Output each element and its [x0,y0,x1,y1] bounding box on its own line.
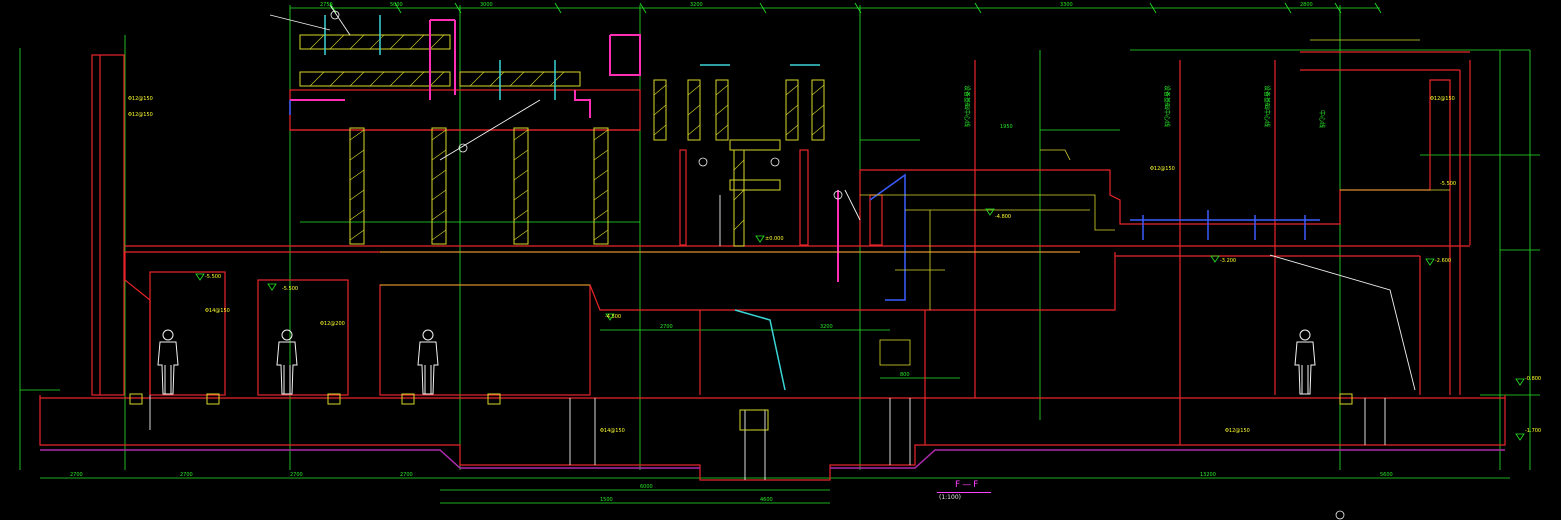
svg-text:Φ14@150: Φ14@150 [205,308,230,314]
dimension-grid [19,2,1540,504]
human-figure-icon [157,329,179,395]
svg-text:Φ12@200: Φ12@200 [320,321,345,327]
magenta-pipes [290,19,839,282]
svg-text:-0.800: -0.800 [1525,376,1541,382]
human-figure-icon [417,329,439,395]
svg-text:13200: 13200 [1200,472,1216,478]
svg-text:3000: 3000 [480,2,493,8]
section-title: F—F [955,480,981,490]
svg-text:3300: 3300 [1060,2,1073,8]
svg-text:1500: 1500 [600,497,613,503]
callout-markers [330,10,1345,520]
svg-text:6000: 6000 [640,484,653,490]
cyan-pipes [324,15,820,391]
svg-text:3200: 3200 [820,324,833,330]
section-scale: (1:100) [939,494,961,501]
white-leaders [149,4,1416,480]
svg-text:2750: 2750 [320,2,333,8]
yellow-detail-lines [380,39,1450,366]
svg-text:-2.600: -2.600 [1435,258,1451,264]
svg-text:中心线: 中心线 [1318,110,1326,128]
floor-drains [129,393,1353,431]
elevation-text: -5.500 -5.500 -4.500 -3.200 -2.600 -1.70… [205,181,1541,434]
svg-text:Φ12@150: Φ12@150 [1225,428,1250,434]
svg-text:Φ12@150: Φ12@150 [1430,96,1455,102]
hatched-columns [299,34,825,247]
svg-text:2700: 2700 [290,472,303,478]
svg-text:设备基础中心线: 设备基础中心线 [1263,85,1271,127]
svg-text:设备基础中心线: 设备基础中心线 [963,85,971,127]
svg-text:-5.500: -5.500 [1440,181,1456,187]
svg-text:800: 800 [900,372,910,378]
hatch-strokes [309,34,825,241]
svg-text:5600: 5600 [1380,472,1393,478]
svg-text:设备基础中心线: 设备基础中心线 [1163,85,1171,127]
svg-text:-5.500: -5.500 [282,286,298,292]
structure-walls [39,51,1506,481]
svg-text:1950: 1950 [1000,124,1013,130]
vertical-notes: 设备基础中心线 设备基础中心线 设备基础中心线 中心线 [963,85,1326,128]
blue-fittings [289,100,1320,301]
svg-text:-5.500: -5.500 [205,274,221,280]
svg-text:-4.800: -4.800 [995,214,1011,220]
svg-text:-3.200: -3.200 [1220,258,1236,264]
magenta-slab-line [40,449,1505,469]
svg-text:4600: 4600 [760,497,773,503]
svg-text:-4.500: -4.500 [605,314,621,320]
svg-text:2700: 2700 [400,472,413,478]
title-underline [937,492,991,493]
svg-text:2700: 2700 [660,324,673,330]
dimension-text: 2750 5000 3000 3200 3300 2800 2700 2700 … [70,2,1393,503]
svg-text:5000: 5000 [390,2,403,8]
svg-text:3200: 3200 [690,2,703,8]
svg-text:2700: 2700 [180,472,193,478]
svg-text:Φ12@150: Φ12@150 [128,96,153,102]
svg-text:Φ12@150: Φ12@150 [128,112,153,118]
svg-text:2800: 2800 [1300,2,1313,8]
svg-text:Φ14@150: Φ14@150 [600,428,625,434]
svg-text:±0.000: ±0.000 [765,236,784,242]
svg-text:2700: 2700 [70,472,83,478]
rebar-annotations: Φ12@150 Φ12@150 Φ14@150 Φ12@200 Φ14@150 … [128,96,1455,434]
human-figure-icon [1294,329,1316,395]
svg-text:Φ12@150: Φ12@150 [1150,166,1175,172]
svg-text:-1.700: -1.700 [1525,428,1541,434]
elevation-markers [195,208,1525,441]
human-figure-icon [276,329,298,395]
